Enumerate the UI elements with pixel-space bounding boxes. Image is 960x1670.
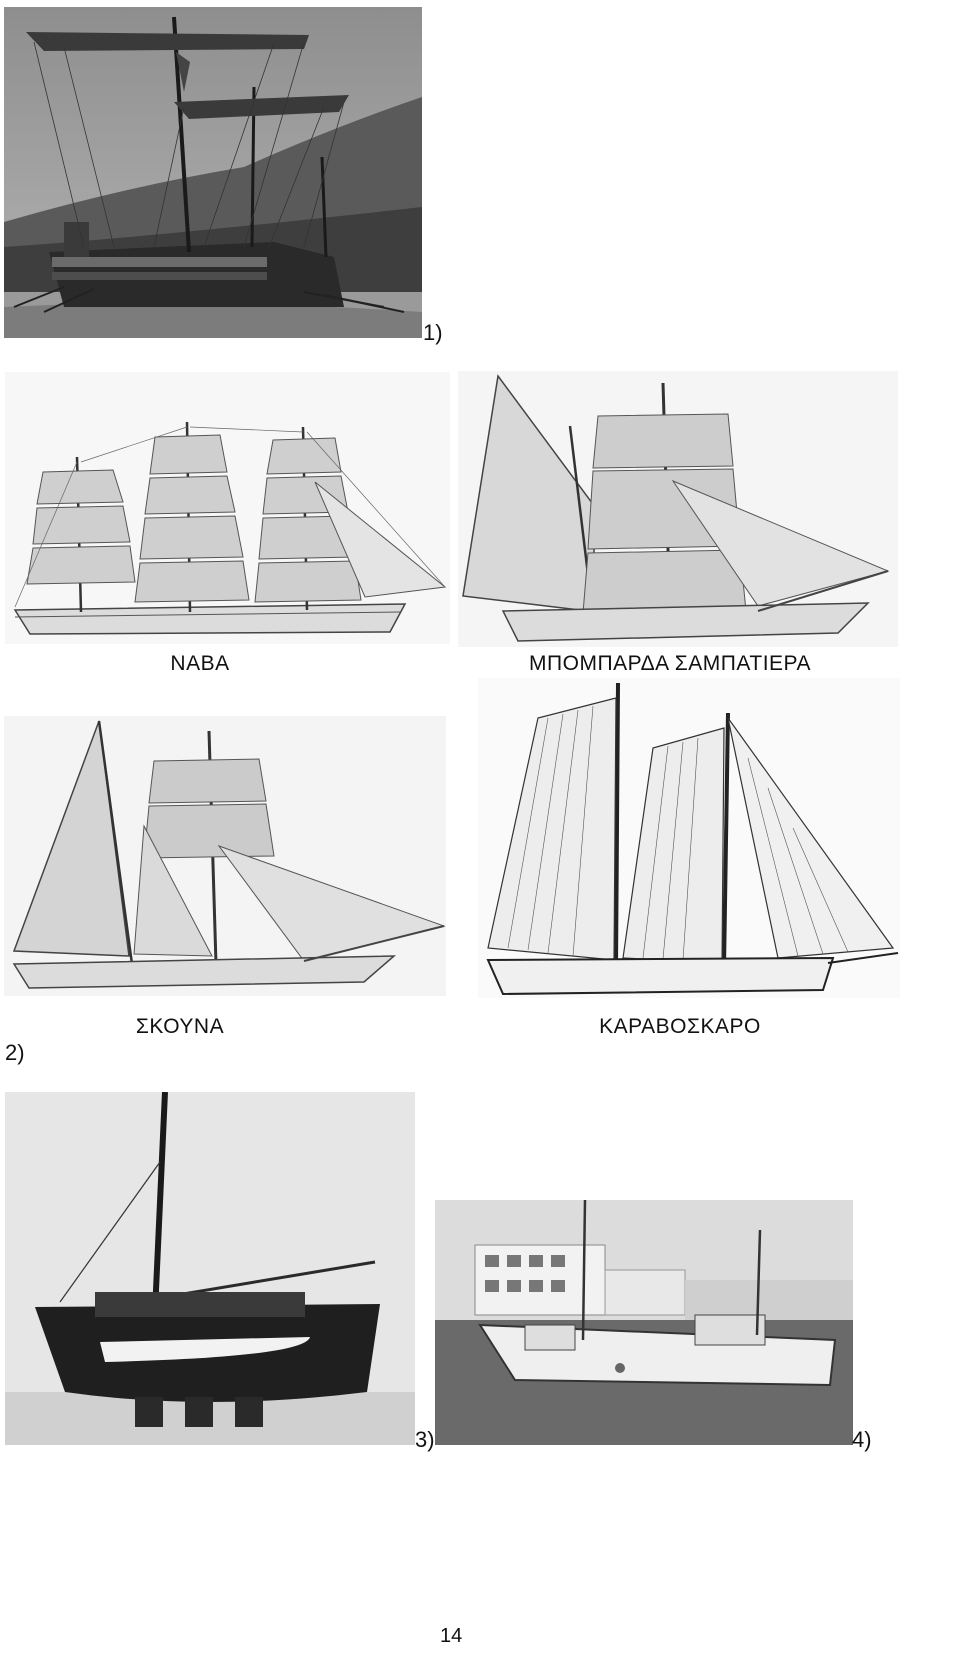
trireme-photo — [4, 7, 422, 338]
naba-drawing — [5, 372, 450, 644]
caption-karavoskaro: ΚΑΡΑΒΟΣΚΑΡΟ — [599, 1015, 761, 1038]
caption-naba: ΝΑΒΑ — [170, 652, 230, 675]
skouna-drawing — [4, 716, 446, 996]
caption-skouna: ΣΚΟΥΝΑ — [135, 1015, 225, 1038]
figure-label-3: 3) — [415, 1427, 435, 1452]
karavoskaro-drawing — [478, 678, 900, 998]
figure-label-1: 1) — [423, 320, 443, 345]
bombarda-drawing — [458, 371, 898, 647]
figure-label-2: 2) — [5, 1040, 25, 1065]
caption-bombarda: ΜΠΟΜΠΑΡΔΑ ΣΑΜΠΑΤΙΕΡΑ — [528, 652, 812, 675]
boat-model-photo — [5, 1092, 415, 1445]
page-number: 14 — [440, 1625, 463, 1647]
fishing-boat-photo — [435, 1200, 853, 1445]
figure-label-4: 4) — [852, 1427, 872, 1452]
